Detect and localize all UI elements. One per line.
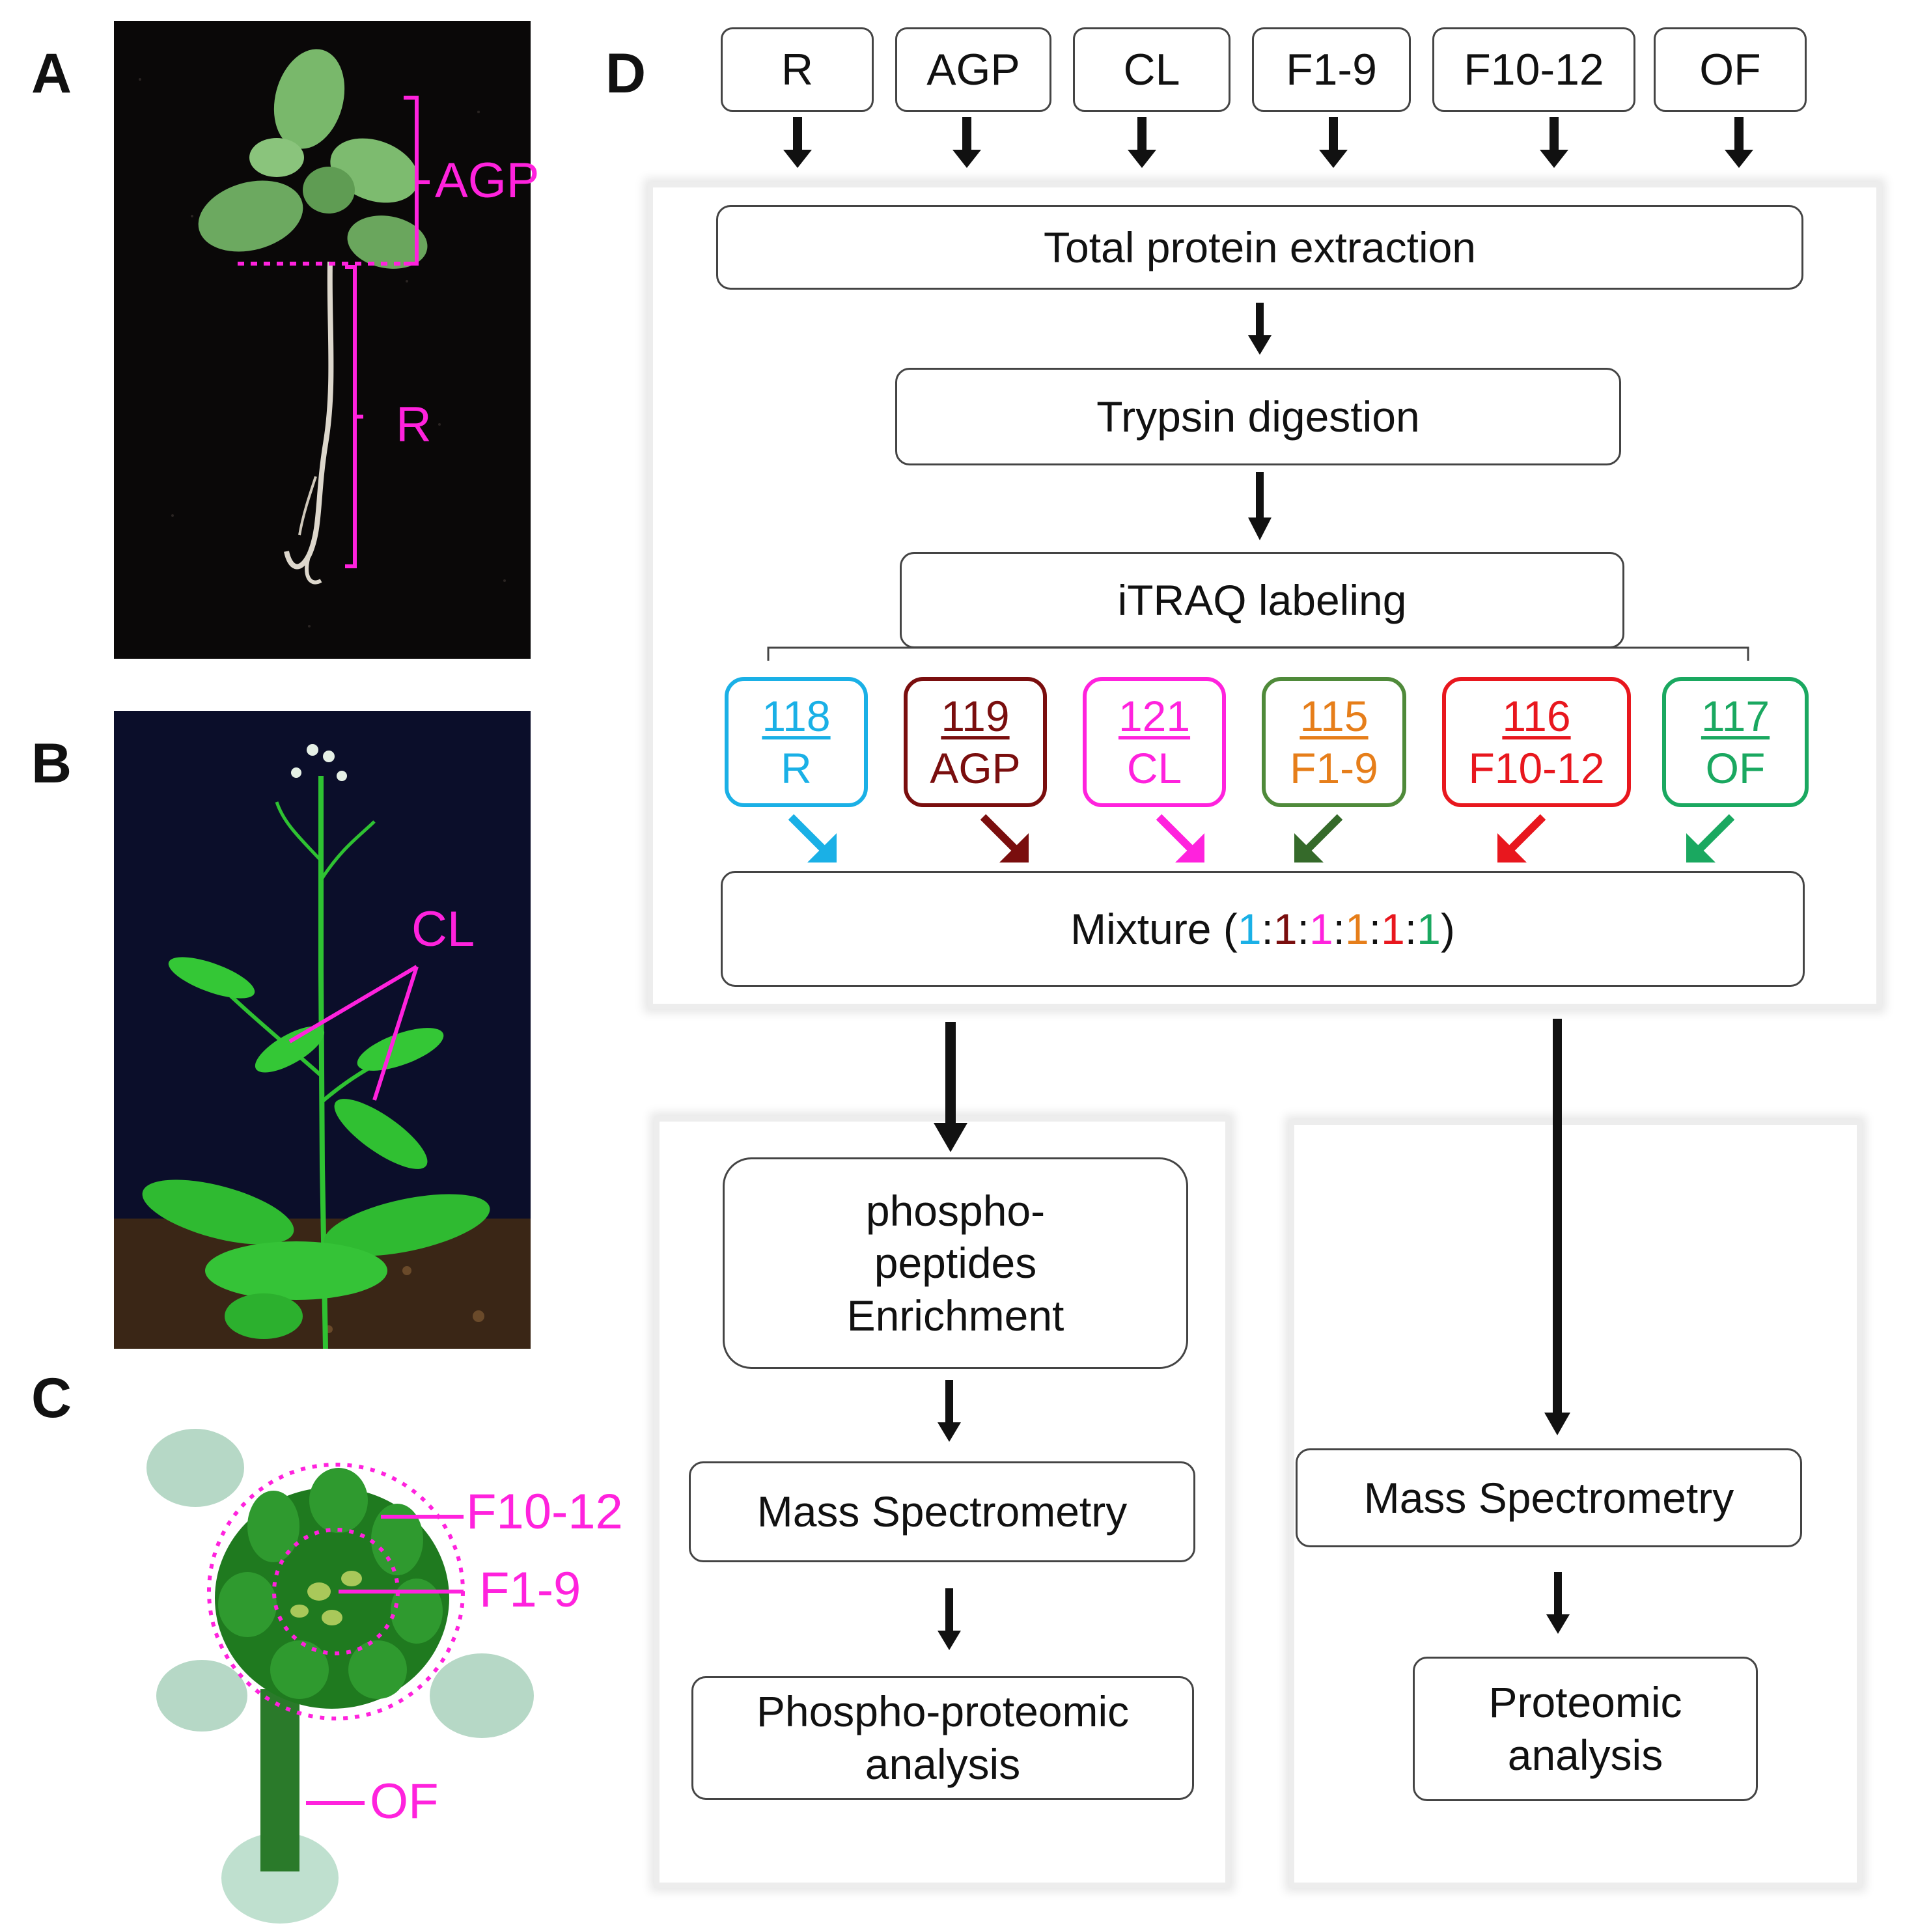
ratio-119: 1 — [1273, 904, 1298, 953]
enrichment-line: peptides — [874, 1239, 1037, 1288]
step-digestion: Trypsin digestion — [895, 368, 1621, 465]
tag-label: OF — [1705, 744, 1766, 792]
label-cl: CL — [411, 902, 475, 957]
tag-number: 115 — [1300, 692, 1369, 740]
step-arrows — [934, 303, 1570, 1650]
enrichment-line: phospho- — [865, 1186, 1046, 1235]
tag-116: 116 F10-12 — [1442, 677, 1631, 807]
ratio-121: 1 — [1309, 904, 1333, 953]
ratio-115: 1 — [1345, 904, 1369, 953]
source-box-of: OF — [1654, 27, 1807, 112]
tag-117: 117 OF — [1662, 677, 1809, 807]
source-box-f1-9: F1-9 — [1252, 27, 1411, 112]
panel-letter-c: C — [31, 1367, 72, 1429]
source-box-cl: CL — [1073, 27, 1230, 112]
mixture-prefix: Mixture ( — [1070, 904, 1238, 953]
label-r: R — [396, 397, 432, 452]
mixture-suffix: ) — [1440, 904, 1455, 953]
ratio-sep: : — [1369, 904, 1382, 953]
step-mass-spec-proteome: Mass Spectrometry — [1296, 1448, 1802, 1547]
panel-letter-d: D — [605, 42, 646, 105]
ratio-sep: : — [1261, 904, 1273, 953]
tag-118: 118 R — [725, 677, 868, 807]
ratio-116: 1 — [1381, 904, 1405, 953]
tag-label: AGP — [930, 744, 1021, 792]
step-proteomic-analysis: Proteomic analysis — [1413, 1657, 1758, 1801]
seedling-photo — [114, 21, 531, 659]
tag-number: 121 — [1118, 692, 1191, 740]
tag-number: 118 — [762, 692, 831, 740]
label-of: OF — [370, 1774, 439, 1829]
label-agp: AGP — [435, 153, 540, 208]
enrichment-line: Enrichment — [846, 1291, 1064, 1340]
label-f1-9: F1-9 — [479, 1562, 581, 1618]
source-box-f10-12: F10-12 — [1432, 27, 1635, 112]
mixture-box: Mixture (1:1:1:1:1:1) — [721, 871, 1805, 987]
tag-number: 119 — [941, 692, 1010, 740]
ratio-sep: : — [1404, 904, 1417, 953]
ratio-sep: : — [1333, 904, 1346, 953]
ratio-sep: : — [1297, 904, 1309, 953]
ratio-117: 1 — [1417, 904, 1441, 953]
analysis-line: analysis — [865, 1740, 1021, 1788]
tag-label: R — [781, 744, 812, 792]
ratio-118: 1 — [1237, 904, 1262, 953]
analysis-line: analysis — [1507, 1731, 1663, 1779]
step-phospho-analysis: Phospho-proteomic analysis — [691, 1676, 1194, 1800]
tag-label: CL — [1126, 744, 1182, 792]
analysis-line: Phospho-proteomic — [756, 1687, 1130, 1736]
tag-119: 119 AGP — [904, 677, 1047, 807]
tag-115: 115 F1-9 — [1262, 677, 1406, 807]
plant-photo — [114, 711, 531, 1349]
step-enrichment: phospho- peptides Enrichment — [723, 1157, 1188, 1369]
tag-number: 116 — [1502, 692, 1571, 740]
source-box-r: R — [721, 27, 874, 112]
tag-121: 121 CL — [1083, 677, 1226, 807]
labeling-bracket — [767, 646, 1749, 661]
source-arrows — [783, 117, 1753, 168]
source-box-agp: AGP — [895, 27, 1051, 112]
panel-letter-b: B — [31, 732, 72, 795]
tag-number: 117 — [1701, 692, 1770, 740]
inflorescence-photo — [130, 1416, 573, 1924]
tag-label: F10-12 — [1468, 744, 1605, 792]
panel-letter-a: A — [31, 42, 72, 105]
step-extraction: Total protein extraction — [716, 205, 1803, 290]
analysis-line: Proteomic — [1488, 1678, 1682, 1727]
tag-label: F1-9 — [1290, 744, 1378, 792]
label-f10-12: F10-12 — [466, 1484, 623, 1539]
step-mass-spec-phospho: Mass Spectrometry — [689, 1461, 1195, 1562]
step-labeling: iTRAQ labeling — [900, 552, 1624, 648]
